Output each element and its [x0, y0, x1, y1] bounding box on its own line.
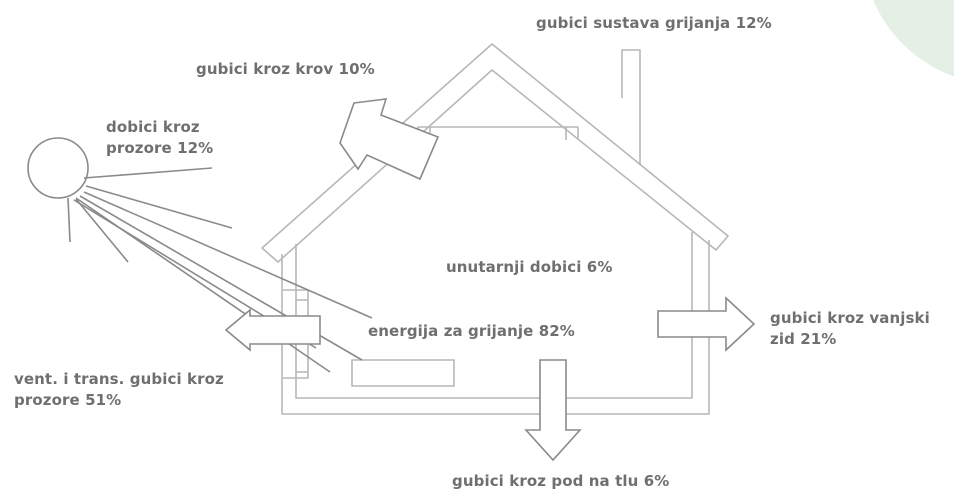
radiator — [351, 359, 455, 387]
house-roof — [261, 43, 729, 263]
internal-gains-label: unutarnji dobici 6% — [446, 258, 613, 276]
sun — [27, 137, 89, 199]
floor-losses-label: gubici kroz pod na tlu 6% — [452, 472, 670, 490]
sun-rays — [67, 167, 373, 373]
wall-losses-label-line1: gubici kroz vanjski — [770, 309, 930, 327]
window-losses-label-line2: prozore 51% — [14, 391, 122, 409]
chimney — [621, 49, 641, 165]
window-gains-label-line1: dobici kroz — [106, 118, 200, 136]
house-inner-walls — [295, 232, 693, 399]
roof-loss-arrow — [339, 98, 440, 181]
heating-system-losses-label: gubici sustava grijanja 12% — [536, 14, 772, 32]
window-loss-arrow — [224, 308, 321, 352]
window-gains-label-line2: prozore 12% — [106, 139, 214, 157]
heating-energy-label: energija za grijanje 82% — [368, 322, 575, 340]
window-losses-label-line1: vent. i trans. gubici kroz — [14, 370, 224, 388]
wall-loss-arrow — [657, 296, 756, 352]
wall-losses-label-line2: zid 21% — [770, 330, 837, 348]
attic-beam — [417, 126, 579, 140]
roof-losses-label: gubici kroz krov 10% — [196, 60, 375, 78]
floor-loss-arrow — [524, 359, 582, 462]
